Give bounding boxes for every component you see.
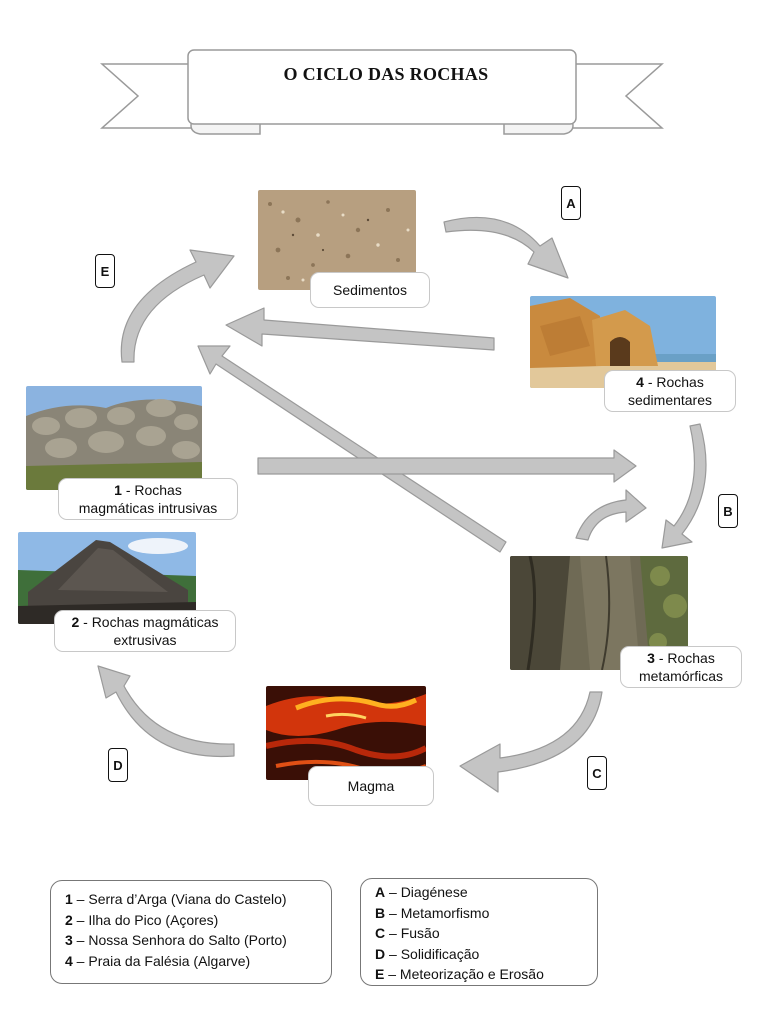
arrow-metamorficas-to-sedimentos xyxy=(197,345,507,553)
place-4: 4 – Praia da Falésia (Algarve) xyxy=(65,952,251,969)
step-e: E xyxy=(95,254,115,288)
arrow-e xyxy=(120,249,235,363)
arrow-b xyxy=(661,423,707,549)
step-d: D xyxy=(108,748,128,782)
process-e: E – Meteorização e Erosão xyxy=(375,966,544,982)
arrow-a xyxy=(443,216,569,279)
process-a: A – Diagénese xyxy=(375,884,468,900)
arrow-intrusivas-to-metamorficas xyxy=(257,449,637,483)
arrow-sedimentares-to-sedimentos xyxy=(225,307,495,351)
arrow-c xyxy=(459,691,603,793)
step-c: C xyxy=(587,756,607,790)
step-a: A xyxy=(561,186,581,220)
step-b: B xyxy=(718,494,738,528)
metamorphic-rocks-label: 3 - Rochas metamórficas xyxy=(620,646,742,688)
process-b: B – Metamorfismo xyxy=(375,904,490,921)
arrow-metamorficas-self xyxy=(575,489,647,541)
arrow-d xyxy=(97,665,235,758)
process-c: C – Fusão xyxy=(375,925,440,941)
process-d: D – Solidificação xyxy=(375,945,480,962)
intrusive-rocks-photo xyxy=(26,386,202,490)
sedimentary-rocks-label: 4 - Rochas sedimentares xyxy=(604,370,736,412)
sediments-label: Sedimentos xyxy=(310,272,430,308)
page-title: O CICLO DAS ROCHAS xyxy=(283,64,489,84)
places-legend: 1 – Serra d’Arga (Viana do Castelo) 2 – … xyxy=(50,880,332,984)
place-3: 3 – Nossa Senhora do Salto (Porto) xyxy=(65,932,287,948)
extrusive-rocks-label: 2 - Rochas magmáticas extrusivas xyxy=(54,610,236,652)
magma-photo xyxy=(266,686,426,780)
magma-label: Magma xyxy=(308,766,434,806)
processes-legend: A – Diagénese B – Metamorfismo C – Fusão… xyxy=(360,878,598,986)
intrusive-rocks-label: 1 - Rochas magmáticas intrusivas xyxy=(58,478,238,520)
place-2: 2 – Ilha do Pico (Açores) xyxy=(65,911,219,928)
title-banner xyxy=(100,49,664,135)
place-1: 1 – Serra d’Arga (Viana do Castelo) xyxy=(65,891,287,907)
